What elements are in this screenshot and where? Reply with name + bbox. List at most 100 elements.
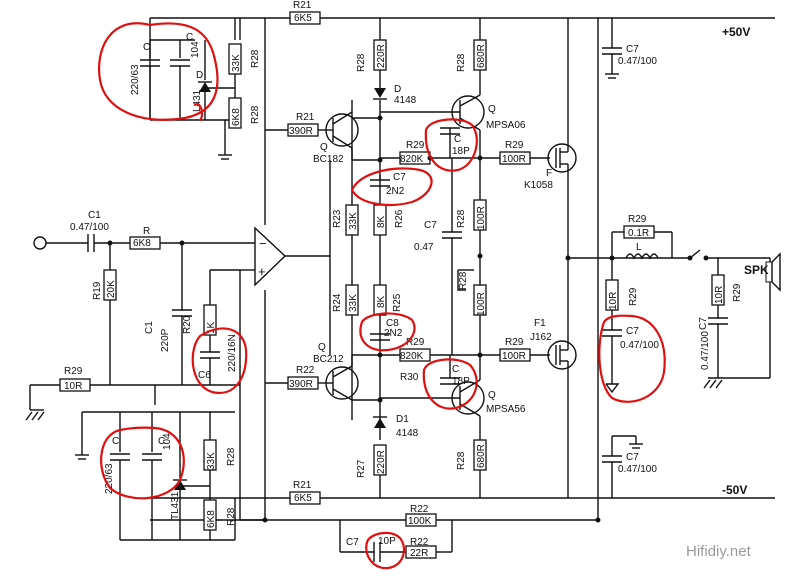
- value-r21-top: 6K5: [294, 13, 312, 24]
- transistor-bc182: [318, 111, 359, 160]
- diode-d1: [374, 418, 386, 428]
- label-d1: D1: [396, 414, 409, 425]
- feedback-shunt: R20 1K C6 220/16N: [182, 269, 265, 521]
- value-r29sp: 10R: [714, 286, 725, 304]
- red-circle-c8-2n2: [359, 312, 416, 352]
- label-bl-c2: C: [158, 436, 165, 447]
- label-r28b: R28: [456, 53, 467, 72]
- value-bl-d: TL431: [170, 491, 181, 520]
- input-section: C1 0.47/100 R 6K8 R19 20K C1 220P R29 10…: [25, 210, 255, 421]
- red-annotations: [98, 22, 666, 570]
- label-spk: SPK: [744, 263, 769, 277]
- label-q4: Q: [488, 390, 496, 401]
- svg-text:−: −: [259, 236, 267, 251]
- label-r20: R20: [182, 315, 193, 334]
- label-r22b: R22: [410, 504, 429, 515]
- value-c7bot: 0.47/100: [618, 464, 657, 475]
- value-r27: 220R: [376, 450, 387, 474]
- label-r22a: R22: [296, 365, 315, 376]
- label-r27: R27: [356, 459, 367, 478]
- value-r-in: 6K8: [133, 238, 151, 249]
- label-c7fb: C7: [346, 537, 359, 548]
- value-r29b: 100R: [502, 154, 526, 165]
- value-r22a: 390R: [289, 379, 313, 390]
- label-c6: C6: [198, 370, 211, 381]
- input-terminal: [33, 236, 47, 250]
- label-bl-r1: R28: [226, 447, 237, 466]
- label-tl-d: D: [196, 70, 203, 81]
- value-bl-c: 220/63: [104, 463, 115, 494]
- value-r29-in: 10R: [64, 381, 82, 392]
- value-r24: 33K: [348, 294, 359, 312]
- value-r28c: 100R: [476, 206, 487, 230]
- resistor-r28-220r: [373, 39, 387, 71]
- input-op-amp: − +: [254, 226, 330, 287]
- label-r29d: R29: [505, 337, 524, 348]
- label-tl-r1: R28: [250, 49, 261, 68]
- label-r28a: R28: [356, 53, 367, 72]
- label-r29sp: R29: [732, 283, 743, 302]
- red-circle-c6: [191, 327, 248, 395]
- label-tl-c: C: [143, 42, 150, 53]
- value-d-top: 4148: [394, 95, 417, 106]
- label-f1: F: [546, 168, 552, 179]
- value-f2: J162: [530, 332, 552, 343]
- value-c7top: 0.47/100: [618, 56, 657, 67]
- label-r19: R19: [92, 281, 103, 300]
- label-r28d: R28: [458, 271, 469, 290]
- value-c7sp: 0.47/100: [700, 331, 711, 370]
- watermark: Hifidiy.net: [686, 543, 752, 560]
- value-bl-r1: 33K: [206, 452, 217, 470]
- label-c8: C8: [386, 318, 399, 329]
- label-r30: R30: [400, 372, 419, 383]
- value-r29d: 100R: [502, 351, 526, 362]
- value-r21-bottom: 6K5: [294, 493, 312, 504]
- value-c6: 220/16N: [227, 334, 238, 372]
- value-d1: 4148: [396, 428, 419, 439]
- label-r28c: R28: [456, 209, 467, 228]
- label-r29b: R29: [505, 140, 524, 151]
- red-circle-zobel-c7: [598, 314, 666, 403]
- label-r22c: R22: [410, 537, 429, 548]
- value-tl-r2: 6K8: [231, 108, 242, 126]
- label-r21b: R21: [296, 112, 315, 123]
- value-q1: BC182: [313, 154, 344, 165]
- label-r28e: R28: [456, 451, 467, 470]
- transistor-bc212: [318, 355, 359, 401]
- value-r22b: 100K: [408, 516, 432, 527]
- label-bl-r2: R28: [226, 507, 237, 526]
- value-r28a: 220R: [376, 44, 387, 68]
- value-c1-in: 0.47/100: [70, 222, 109, 233]
- mosfet-j162: [547, 340, 577, 498]
- label-r24: R24: [332, 293, 343, 312]
- label-r-in: R: [143, 226, 150, 237]
- value-r29l: 0.1R: [628, 228, 649, 239]
- label-c7top: C7: [626, 44, 639, 55]
- label-r29-in: R29: [64, 366, 83, 377]
- label-f2: F1: [534, 318, 546, 329]
- value-r28e: 680R: [476, 444, 487, 468]
- label-c7z: C7: [626, 326, 639, 337]
- label-tl-r2: R28: [250, 105, 261, 124]
- label-q2: Q: [488, 104, 496, 115]
- value-r29c: 820K: [400, 351, 424, 362]
- label-r29z: R29: [628, 287, 639, 306]
- value-r21b: 390R: [289, 126, 313, 137]
- label-q1: Q: [320, 142, 328, 153]
- red-circle-bottom-left: [100, 426, 185, 500]
- label-inductor: L: [636, 242, 642, 253]
- neg-rail-label: -50V: [722, 483, 747, 497]
- label-c7sp: C7: [698, 317, 709, 330]
- label-q3: Q: [318, 342, 326, 353]
- value-c7b: 0.47: [414, 242, 434, 253]
- value-r29a: 820K: [400, 154, 424, 165]
- label-tl-c2: C: [186, 32, 193, 43]
- value-tl-c: 220/63: [130, 64, 141, 95]
- value-f1: K1058: [524, 180, 553, 191]
- label-r23: R23: [332, 209, 343, 228]
- label-c1b: C1: [144, 321, 155, 334]
- red-circle-c18-bottom: [422, 358, 478, 410]
- red-circle-c7-10p: [365, 531, 406, 570]
- label-r26: R26: [394, 209, 405, 228]
- value-tl-r1: 33K: [231, 54, 242, 72]
